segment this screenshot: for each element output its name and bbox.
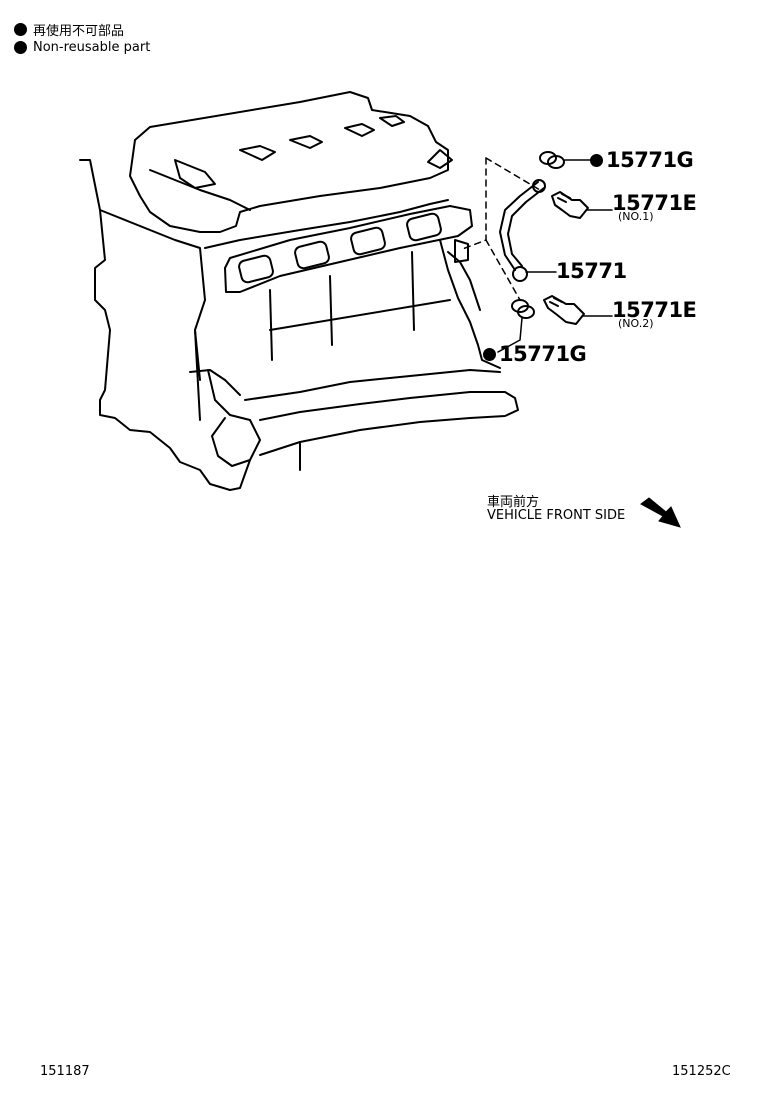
vehicle-front-label-en: VEHICLE FRONT SIDE (487, 508, 626, 523)
cylinder-head-cover (129, 91, 449, 233)
legend-jp-text: 再使用不可部品 (33, 24, 125, 39)
union-bolt-no1-part (551, 191, 589, 219)
part-number-union-bolt-no2: 15771E (612, 298, 697, 322)
intake-flange (224, 205, 473, 293)
legend-non-reusable-jp: 再使用不可部品 (14, 20, 124, 39)
part-label-union-bolt-no1: 15771E (612, 191, 697, 215)
legend-non-reusable-en: Non-reusable part (14, 40, 150, 55)
illustration-code-right: 151252C (672, 1064, 731, 1079)
legend-en-text: Non-reusable part (33, 40, 151, 55)
part-label-oil-pipe: 15771 (556, 259, 627, 283)
part-label-union-bolt-no2: 15771E (612, 298, 697, 322)
vehicle-front-label-jp: 車両前方 (487, 495, 540, 510)
union-bolt-no2-note: (NO.2) (618, 317, 654, 330)
vehicle-front-arrow-icon (640, 497, 681, 528)
non-reusable-dot-icon (14, 23, 27, 36)
part-number-gasket-bottom: 15771G (499, 342, 587, 366)
part-number-union-bolt-no1: 15771E (612, 191, 697, 215)
part-label-gasket-bottom: 15771G (483, 342, 587, 366)
union-bolt-no1-note: (NO.1) (618, 210, 654, 223)
oil-pipe-part (499, 181, 539, 271)
part-label-gasket-top: 15771G (590, 148, 694, 172)
non-reusable-dot-icon (590, 153, 603, 167)
part-number-gasket-top: 15771G (606, 148, 694, 172)
part-number-oil-pipe: 15771 (556, 259, 627, 283)
non-reusable-dot-icon (14, 41, 27, 54)
illustration-code-left: 151187 (40, 1064, 90, 1079)
non-reusable-dot-icon (483, 347, 496, 361)
union-bolt-no2-part (543, 295, 585, 325)
engine-block-left (79, 159, 231, 491)
